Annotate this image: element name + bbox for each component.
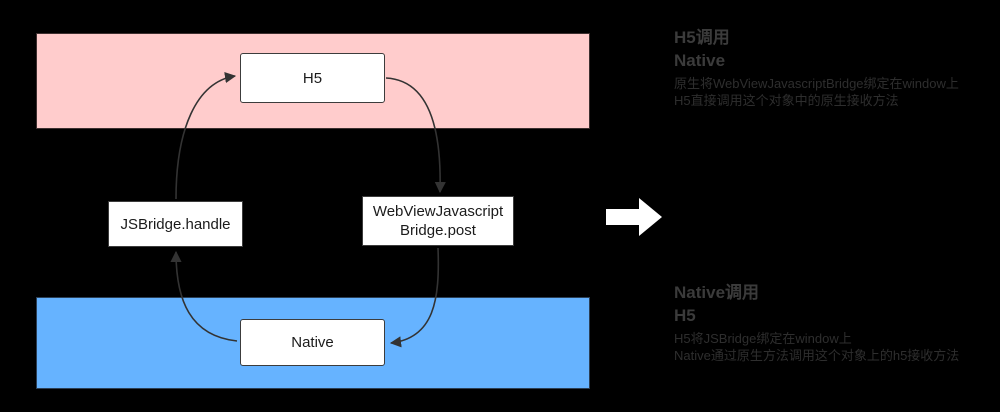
node-h5-label: H5 xyxy=(302,69,323,87)
node-native[interactable]: Native xyxy=(240,319,385,366)
annotation-h5-calls-native-title: H5调用 Native xyxy=(674,28,730,70)
annotation-native-calls-h5: Native调用 H5 H5将JSBridge绑定在window上 Native… xyxy=(674,281,994,364)
right-arrow-icon xyxy=(606,198,662,236)
node-webview-javascript-bridge-post-label: WebViewJavascript Bridge.post xyxy=(372,203,504,239)
node-native-label: Native xyxy=(291,334,334,351)
annotation-h5-calls-native: H5调用 Native 原生将WebViewJavascriptBridge绑定… xyxy=(674,26,994,109)
annotation-h5-calls-native-body: 原生将WebViewJavascriptBridge绑定在window上 H5直… xyxy=(674,76,959,108)
annotation-native-calls-h5-body: H5将JSBridge绑定在window上 Native通过原生方法调用这个对象… xyxy=(674,331,960,363)
node-h5[interactable]: H5 xyxy=(240,53,385,103)
annotation-native-calls-h5-title: Native调用 H5 xyxy=(674,283,760,325)
node-jsbridge-handle[interactable]: JSBridge.handle xyxy=(108,201,243,247)
node-jsbridge-handle-label: JSBridge.handle xyxy=(120,215,231,233)
node-webview-javascript-bridge-post[interactable]: WebViewJavascript Bridge.post xyxy=(362,196,514,246)
